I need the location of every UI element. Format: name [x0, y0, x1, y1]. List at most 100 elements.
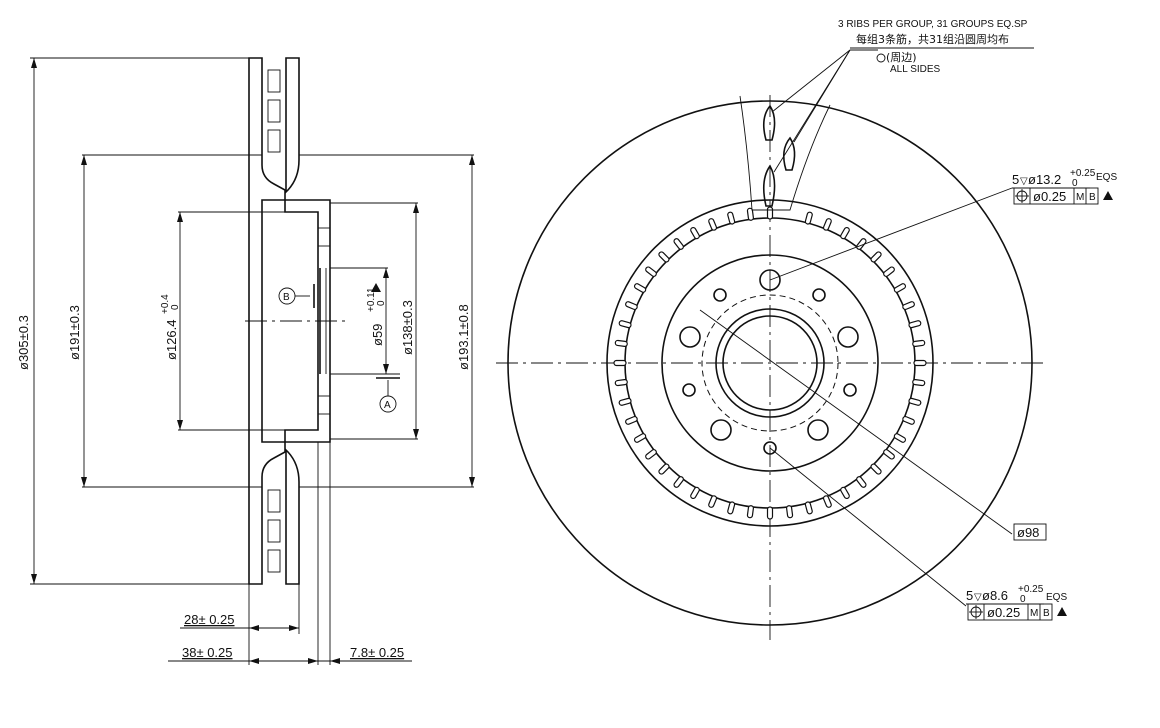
vent-rib-slot	[840, 226, 850, 240]
vent-rib-slot	[804, 501, 813, 515]
vent-rib-slot	[645, 449, 657, 460]
center-bore-inner	[722, 315, 818, 411]
hub-face	[661, 254, 879, 472]
locating-holes	[682, 288, 857, 455]
dim-59: ø59	[370, 324, 385, 346]
vent-rib-slot	[902, 301, 915, 311]
vent-rib-slot	[618, 397, 632, 406]
wheel-bolt-holes	[679, 269, 859, 441]
dim-38: 38± 0.25	[182, 645, 233, 660]
hole-small-fcf-mod: M	[1030, 608, 1038, 619]
dim-59-tol: +0.11	[366, 287, 377, 312]
hole-large-tol-zero: 0	[1072, 178, 1078, 189]
section-view: ø305±0.3 ø191±0.3 ø126.4 +0.4 0 ø59 +0.1…	[16, 57, 475, 665]
vent-rib-slot	[883, 266, 895, 277]
vent-rib-slot	[658, 251, 670, 263]
vent-rib-slot	[727, 501, 736, 515]
all-sides-note: ALL SIDES	[890, 64, 941, 75]
vent-rib-slot	[893, 433, 907, 443]
vent-rib-slot	[856, 476, 867, 488]
dim-59-tol-zero: 0	[376, 300, 387, 306]
vent-rib-slot	[913, 359, 927, 367]
vent-rib-slot	[633, 433, 647, 443]
vent-rib-slot	[822, 218, 832, 231]
vent-rib-slot	[613, 359, 627, 367]
vent-rib-slot	[870, 463, 882, 475]
hole-small-eqs: EQS	[1046, 592, 1067, 603]
vent-rib-slot	[690, 226, 700, 240]
vent-rib-slot	[908, 320, 922, 329]
hole-small-tol-zero: 0	[1020, 594, 1026, 605]
vent-rib-slot	[625, 415, 638, 425]
vent-rib-slot	[690, 486, 700, 500]
hole-large-fcf-datum: B	[1089, 192, 1096, 203]
datum-a-label: A	[384, 400, 391, 411]
rib-note: 3 RIBS PER GROUP, 31 GROUPS EQ.SP	[838, 19, 1028, 30]
vent-rib-slot	[708, 495, 718, 508]
vent-ribs	[613, 206, 927, 520]
vent-rib-slot	[625, 301, 638, 311]
hole-small-fcf-datum: B	[1043, 608, 1050, 619]
vent-rib-slot	[746, 505, 754, 519]
vent-rib-slot	[658, 463, 670, 475]
hole-small-tol: +0.25	[1018, 584, 1044, 595]
dim-7-8: 7.8± 0.25	[350, 645, 404, 660]
vent-rib-slot	[766, 506, 774, 520]
hole-large-dia: ø13.2	[1028, 172, 1061, 187]
vent-rib-slot	[708, 218, 718, 231]
vent-rib-slot	[870, 251, 882, 263]
bolt-circle-dia: ø98	[1017, 525, 1039, 540]
depth-icon: ▽	[1020, 176, 1028, 187]
critical-triangle-icon	[1103, 191, 1113, 200]
hole-small-dia: ø8.6	[982, 588, 1008, 603]
hole-large-eqs: EQS	[1096, 172, 1117, 183]
hole-large-count: 5	[1012, 172, 1019, 187]
vent-rib-slot	[804, 211, 813, 225]
vent-rib-slot	[673, 238, 684, 250]
rib-note-cn: 每组3条筋，共31组沿圆周均布	[856, 32, 1009, 46]
vent-rib-slot	[673, 476, 684, 488]
vent-rib-slot	[766, 206, 774, 220]
front-view: 3 RIBS PER GROUP, 31 GROUPS EQ.SP 每组3条筋，…	[496, 19, 1117, 640]
hole-large-fcf-tol: ø0.25	[1033, 189, 1066, 204]
vent-rib-slot	[912, 379, 926, 387]
datum-b-label: B	[283, 292, 290, 303]
vent-rib-slot	[840, 486, 850, 500]
dim-138: ø138±0.3	[400, 300, 415, 355]
vent-rib-slot	[883, 449, 895, 460]
vent-rib-slot	[633, 283, 647, 293]
friction-ring-inner	[606, 199, 934, 527]
bolt-circle	[701, 294, 839, 432]
vent-rib-slot	[645, 266, 657, 277]
hole-large-fcf-mod: M	[1076, 192, 1084, 203]
dim-126-tol: +0.4	[160, 294, 171, 314]
dim-outer-diameter: ø305±0.3	[16, 315, 31, 370]
dim-191: ø191±0.3	[67, 305, 82, 360]
vent-rib-slot	[786, 505, 794, 519]
hole-small-count: 5	[966, 588, 973, 603]
vent-rib-slot	[902, 415, 915, 425]
vent-rib-slot	[614, 379, 628, 387]
section-inner-plate	[248, 57, 286, 585]
vent-rib-slot	[912, 339, 926, 347]
vent-rib-slot	[727, 211, 736, 225]
all-sides-note-cn: (周边)	[886, 51, 917, 64]
hole-small-fcf-tol: ø0.25	[987, 605, 1020, 620]
center-bore-outer	[715, 308, 825, 418]
vent-rib-slot	[822, 495, 832, 508]
critical-triangle-icon	[1057, 607, 1067, 616]
section-outer-plate	[285, 57, 300, 194]
vent-rib-slot	[618, 320, 632, 329]
critical-triangle-icon	[371, 283, 381, 292]
vent-rib-slot	[893, 283, 907, 293]
dim-193: ø193.1±0.8	[456, 304, 471, 370]
dim-126-tol-zero: 0	[170, 304, 181, 310]
vent-rib-slot	[908, 397, 922, 406]
disc-outer-edge	[507, 100, 1033, 626]
dim-28: 28± 0.25	[184, 612, 235, 627]
vent-rib-slot	[746, 207, 754, 221]
dim-126: ø126.4	[164, 320, 179, 360]
hole-large-tol: +0.25	[1070, 168, 1096, 179]
vent-rib-slot	[614, 339, 628, 347]
